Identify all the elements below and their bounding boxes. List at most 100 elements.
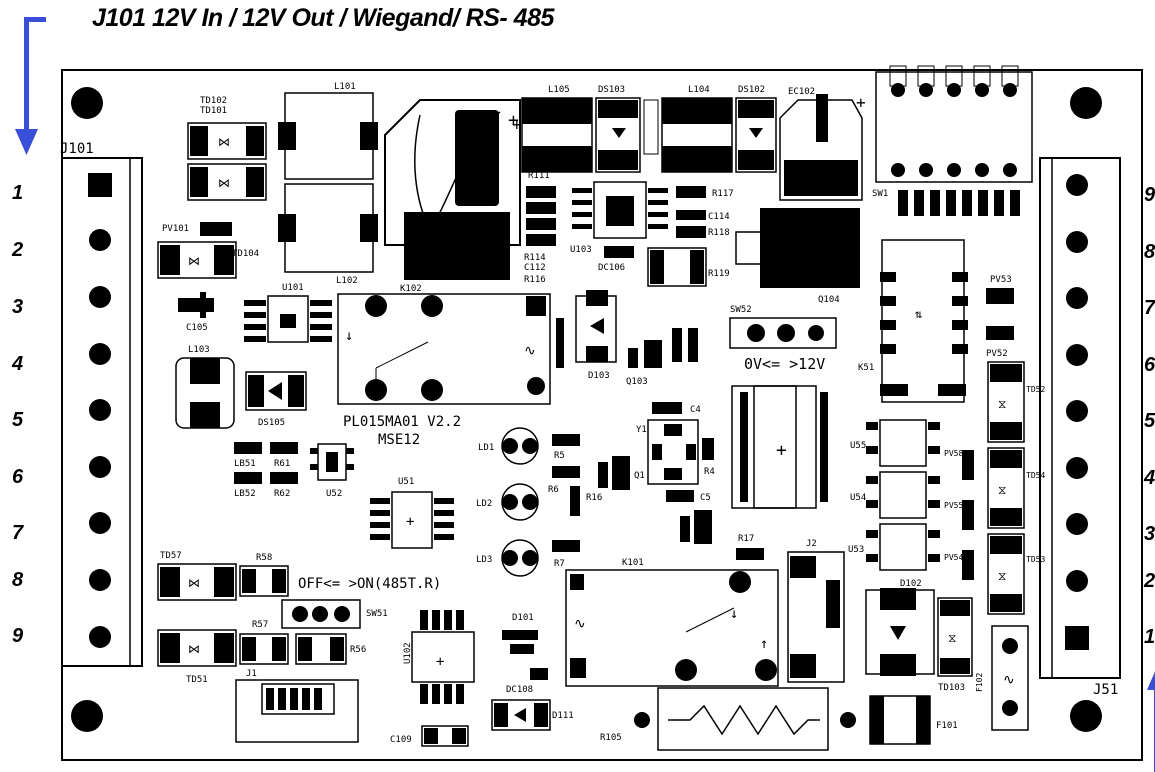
varistor-pv53: PV53 PV52 [986,275,1014,359]
svg-text:U102: U102 [403,642,413,664]
svg-text:U51: U51 [398,477,414,487]
j101-pin: 5 [12,409,24,431]
connector-j1: J1 [235,669,359,743]
relay-k101: K101 ↓ ↑ ∿ R17 [565,534,779,687]
svg-text:C112: C112 [524,263,546,273]
svg-text:PV58: PV58 [944,449,963,458]
svg-text:R116: R116 [524,275,546,285]
svg-text:⋈: ⋈ [218,135,230,149]
svg-text:R4: R4 [704,467,715,477]
svg-text:∿: ∿ [524,343,536,359]
svg-text:Q103: Q103 [626,377,648,387]
svg-text:LB51: LB51 [234,459,256,469]
svg-text:DS102: DS102 [738,85,765,95]
j101-pin-numbers: 1 2 3 4 5 6 7 8 9 [11,182,24,647]
svg-text:Y1: Y1 [636,425,647,435]
svg-text:L101: L101 [334,82,356,92]
svg-text:R105: R105 [600,733,622,743]
j51-label: J51 [1093,682,1118,698]
svg-text:⋈: ⋈ [218,176,230,190]
svg-text:+: + [512,115,522,134]
svg-text:PV54: PV54 [944,553,963,562]
svg-text:R117: R117 [712,189,734,199]
board-sub-label: MSE12 [378,432,420,448]
svg-text:R5: R5 [554,451,565,461]
j51-pin: 5 [1144,410,1155,432]
j101-pin: 2 [11,239,23,261]
svg-text:↑: ↑ [760,636,768,652]
svg-text:⧖: ⧖ [998,483,1006,497]
svg-text:DC106: DC106 [598,263,625,273]
svg-text:TD103: TD103 [938,683,965,693]
svg-text:L105: L105 [548,85,570,95]
relay-k51: ⇅ K51 [858,239,968,403]
board-model-label: PL015MA01 V2.2 [343,414,461,430]
svg-text:+: + [406,514,414,530]
svg-text:D111: D111 [552,711,574,721]
svg-text:+: + [776,440,787,461]
svg-text:TD51: TD51 [186,675,208,685]
connector-j51: J51 [1039,157,1121,698]
j51-pin: 7 [1144,297,1155,319]
svg-text:R119: R119 [708,269,730,279]
svg-text:J2: J2 [806,539,817,549]
svg-text:R111: R111 [528,171,550,181]
svg-text:R114: R114 [524,253,546,263]
j51-pin: 8 [1144,241,1155,263]
resistor-r111: R111 R114 C112 R116 [524,171,556,285]
svg-text:EC102: EC102 [788,87,815,97]
svg-text:⋈: ⋈ [188,576,200,590]
svg-text:⋈: ⋈ [188,254,200,268]
j101-pin: 3 [12,296,23,318]
svg-text:L103: L103 [188,345,210,355]
capacitor-ec102: EC102 + [779,87,866,201]
j51-pin-numbers: 9 8 7 6 5 4 3 2 1 [1143,184,1155,648]
j51-pin: 2 [1143,570,1155,592]
j101-pin: 1 [12,182,23,204]
svg-text:+: + [508,110,519,131]
svg-text:TD54: TD54 [1026,471,1045,480]
svg-text:U103: U103 [570,245,592,255]
capacitor-ec101: + K102 EC101 [384,99,521,294]
svg-text:LD3: LD3 [476,555,492,565]
svg-text:K102: K102 [400,284,422,294]
connector-j2: J2 [787,539,845,683]
svg-text:R58: R58 [256,553,272,563]
svg-text:F101: F101 [936,721,958,731]
svg-text:R7: R7 [554,559,565,569]
svg-text:R57: R57 [252,620,268,630]
svg-text:⧖: ⧖ [948,631,956,645]
j51-pin: 4 [1143,467,1155,489]
svg-text:TD102: TD102 [200,96,227,106]
j101-pin: 6 [12,466,24,488]
tvs-diode-td102: TD102 TD101 ⋈ ⋈ [187,96,267,201]
svg-text:D102: D102 [900,579,922,589]
svg-text:⋈: ⋈ [188,642,200,656]
svg-text:PV52: PV52 [986,349,1008,359]
svg-text:TD101: TD101 [200,106,227,116]
svg-text:U52: U52 [326,489,342,499]
j51-pin: 6 [1144,354,1155,376]
svg-text:F102: F102 [975,673,984,692]
svg-text:Q104: Q104 [818,295,840,305]
svg-text:K101: K101 [622,558,644,568]
diode-d102: D102 ⧖ TD103 [865,579,973,693]
j101-pin: 9 [12,625,24,647]
svg-text:+: + [856,93,866,112]
ic-u101: C105 U101 [178,283,332,343]
switch-51-label: OFF<= >ON(485T.R) [298,576,441,592]
svg-text:R118: R118 [708,228,730,238]
transistor-q104: Q104 [735,208,860,305]
svg-text:DS103: DS103 [598,85,625,95]
svg-text:TD57: TD57 [160,551,182,561]
svg-text:Q1: Q1 [634,471,645,481]
svg-text:R17: R17 [738,534,754,544]
connector-j101: J101 [60,141,143,667]
resistor-r5: R5 R6 R16 R7 Q1 C4 Y1 R4 C5 Q2 [548,402,715,569]
svg-text:PV101: PV101 [162,224,189,234]
svg-text:⧖: ⧖ [998,569,1006,583]
tvs-diode-td104: PV101 TD104 ⋈ [157,222,259,279]
dip-switch-sw1: SW1 [872,65,1033,216]
resistor-r117: R117 C114 R118 DC106 R119 [598,186,734,287]
